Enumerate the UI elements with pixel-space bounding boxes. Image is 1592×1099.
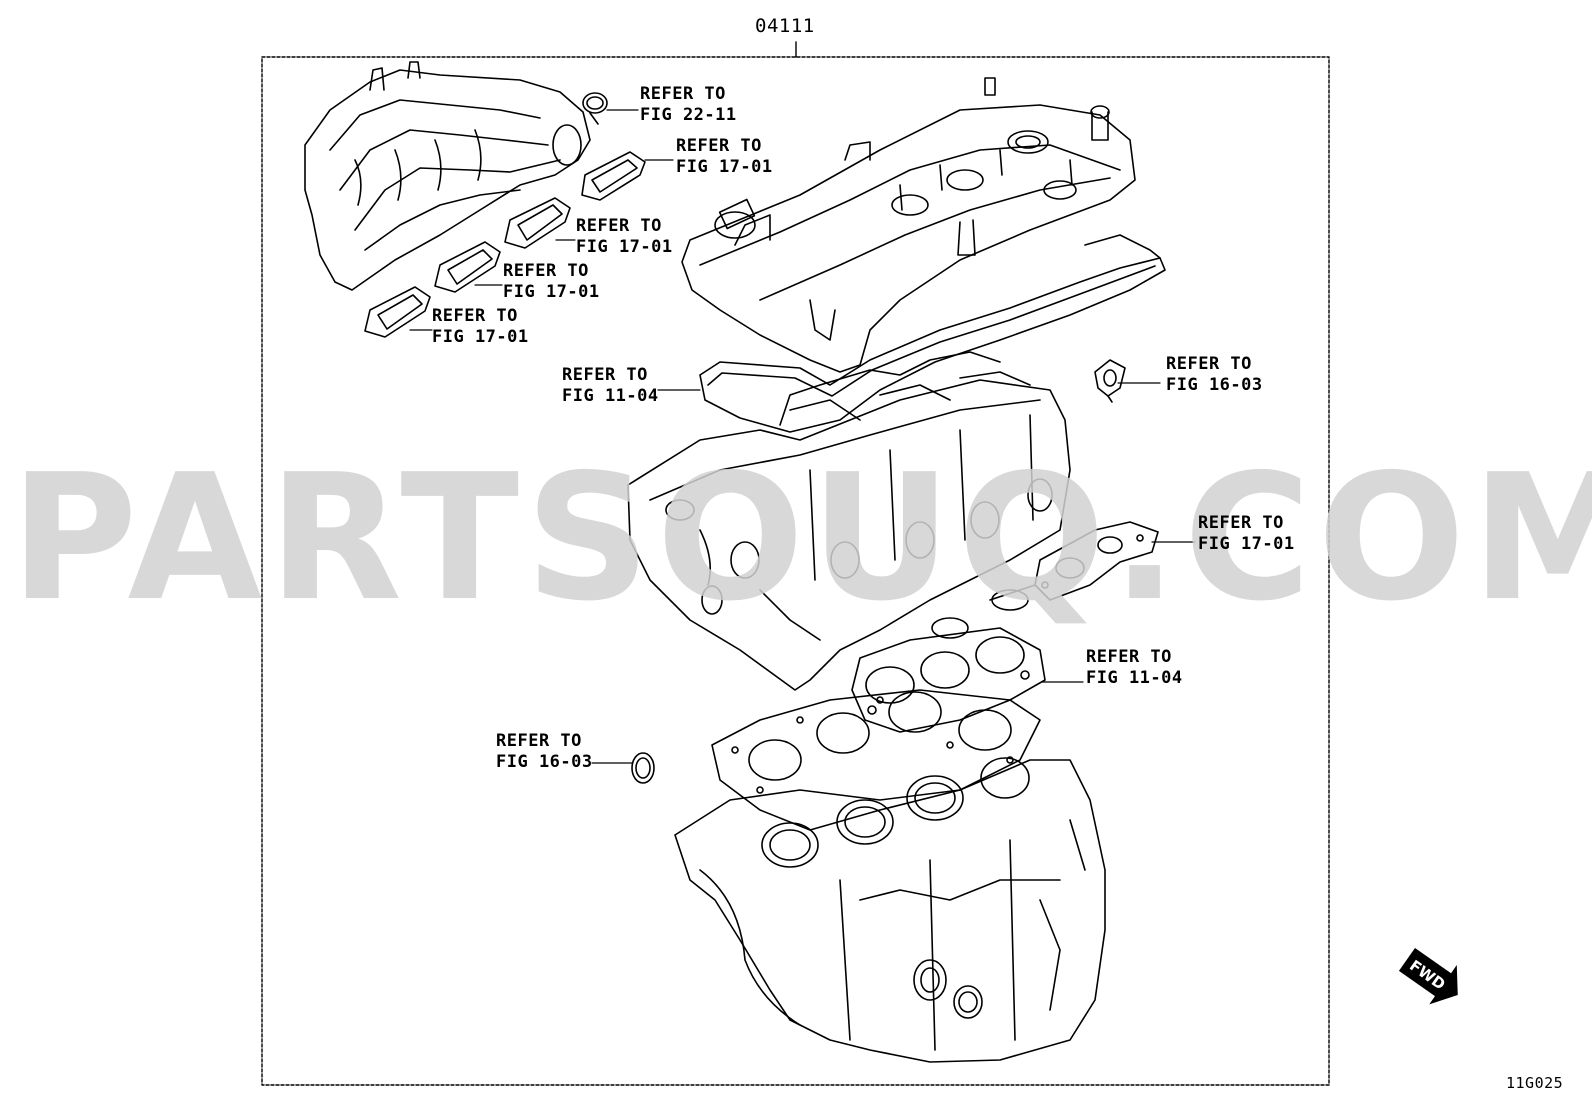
- callout-line2: FIG 16-03: [496, 752, 593, 772]
- callout-line2: FIG 17-01: [676, 157, 773, 177]
- cylinder-head: [627, 351, 1071, 691]
- valve-cover: [681, 77, 1136, 373]
- callout-line1: REFER TO: [496, 731, 582, 751]
- callout-intake-gasket-2[interactable]: REFER TO FIG 17-01: [576, 216, 673, 258]
- callout-line1: REFER TO: [676, 136, 762, 156]
- leader-lines: [409, 109, 1196, 764]
- callout-line1: REFER TO: [640, 84, 726, 104]
- callout-line1: REFER TO: [1166, 354, 1252, 374]
- fwd-arrow-icon: FWD: [1398, 948, 1458, 1005]
- intake-manifold: [304, 61, 591, 291]
- callout-line1: REFER TO: [503, 261, 589, 281]
- callout-line2: FIG 17-01: [1198, 534, 1295, 554]
- head-gasket: [851, 627, 1046, 733]
- callout-line1: REFER TO: [432, 306, 518, 326]
- callout-valve-cover-gasket[interactable]: REFER TO FIG 11-04: [562, 365, 659, 407]
- water-outlet-gasket: [1094, 359, 1126, 403]
- callout-line1: REFER TO: [576, 216, 662, 236]
- callout-head-gasket[interactable]: REFER TO FIG 11-04: [1086, 647, 1183, 689]
- head-gasket-lower: [711, 689, 1041, 831]
- assembly-part-number: 04111: [755, 15, 815, 37]
- callout-intake-gasket-4[interactable]: REFER TO FIG 17-01: [432, 306, 529, 348]
- callout-oil-seal[interactable]: REFER TO FIG 22-11: [640, 84, 737, 126]
- callout-line1: REFER TO: [1086, 647, 1172, 667]
- callout-exhaust-gasket[interactable]: REFER TO FIG 17-01: [1198, 513, 1295, 555]
- callout-line2: FIG 11-04: [1086, 668, 1183, 688]
- oil-seal-ring: [582, 92, 608, 125]
- callout-line2: FIG 11-04: [562, 386, 659, 406]
- assembly-frame: [261, 56, 1330, 1086]
- o-ring: [631, 752, 655, 784]
- callout-intake-gasket-3[interactable]: REFER TO FIG 17-01: [503, 261, 600, 303]
- valve-cover-gasket: [699, 234, 1166, 433]
- figure-code: 11G025: [1506, 1074, 1564, 1092]
- callout-o-ring[interactable]: REFER TO FIG 16-03: [496, 731, 593, 773]
- callout-line2: FIG 17-01: [503, 282, 600, 302]
- cylinder-block: [674, 757, 1106, 1063]
- callout-line1: REFER TO: [562, 365, 648, 385]
- intake-gaskets: [364, 151, 646, 338]
- callout-line1: REFER TO: [1198, 513, 1284, 533]
- callout-line2: FIG 17-01: [576, 237, 673, 257]
- callout-line2: FIG 17-01: [432, 327, 529, 347]
- callout-intake-gasket-1[interactable]: REFER TO FIG 17-01: [676, 136, 773, 178]
- callout-line2: FIG 16-03: [1166, 375, 1263, 395]
- callout-line2: FIG 22-11: [640, 105, 737, 125]
- exhaust-gasket: [931, 521, 1159, 639]
- callout-water-outlet-gasket[interactable]: REFER TO FIG 16-03: [1166, 354, 1263, 396]
